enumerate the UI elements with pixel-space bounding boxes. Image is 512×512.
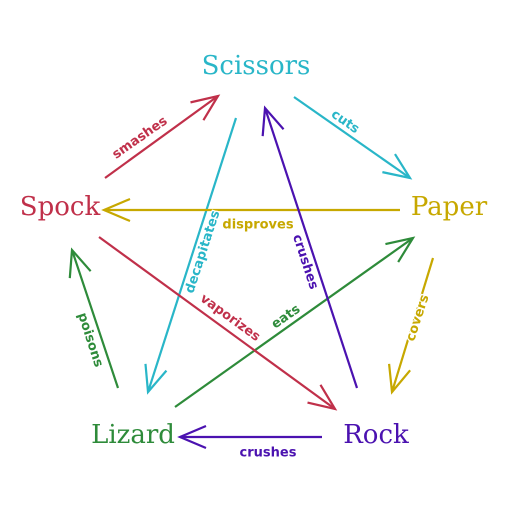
edge-scissors-paper	[293, 96, 413, 180]
arrowhead-lizard-paper	[385, 236, 416, 263]
edge-label-crushes: crushes	[240, 446, 297, 461]
node-rock: Rock	[343, 420, 409, 450]
edge-spock-rock	[98, 236, 338, 411]
arrowhead-lizard-spock	[68, 247, 92, 279]
edge-line-spock-rock	[98, 236, 336, 410]
edge-lizard-paper	[174, 236, 416, 408]
edge-lizard-spock	[68, 247, 120, 389]
node-scissors: Scissors	[202, 51, 311, 81]
arrowhead-rock-lizard	[177, 424, 207, 450]
edge-line-rock-scissors	[263, 107, 359, 389]
edge-line-spock-scissors	[104, 95, 219, 179]
edge-paper-rock	[387, 257, 435, 395]
edge-line-paper-rock	[390, 257, 435, 393]
edge-spock-scissors	[104, 94, 221, 179]
edge-rock-lizard	[177, 424, 322, 450]
arrowhead-paper-rock	[387, 363, 411, 395]
edge-line-scissors-paper	[293, 96, 411, 179]
edge-line-scissors-lizard	[146, 117, 238, 393]
arrowhead-paper-spock	[101, 197, 131, 223]
edge-line-lizard-spock	[70, 249, 120, 389]
edge-line-lizard-paper	[174, 237, 414, 408]
arrowhead-rock-scissors	[261, 105, 285, 137]
edges-layer	[68, 94, 435, 450]
arrowhead-spock-scissors	[190, 94, 221, 121]
arrowhead-spock-rock	[307, 384, 338, 411]
edge-label-covers: covers	[403, 293, 432, 344]
edge-scissors-lizard	[144, 117, 238, 395]
arrowhead-scissors-paper	[382, 153, 413, 180]
edge-paper-spock	[101, 197, 400, 223]
arrowhead-scissors-lizard	[144, 363, 168, 395]
node-lizard: Lizard	[91, 420, 175, 450]
node-paper: Paper	[411, 192, 488, 222]
nodes-layer: Scissors Paper Rock Lizard Spock	[19, 51, 488, 451]
edge-rock-scissors	[261, 105, 359, 389]
edge-label-vaporizes: vaporizes	[197, 291, 263, 345]
node-spock: Spock	[20, 192, 101, 222]
edge-label-disproves: disproves	[222, 218, 293, 233]
